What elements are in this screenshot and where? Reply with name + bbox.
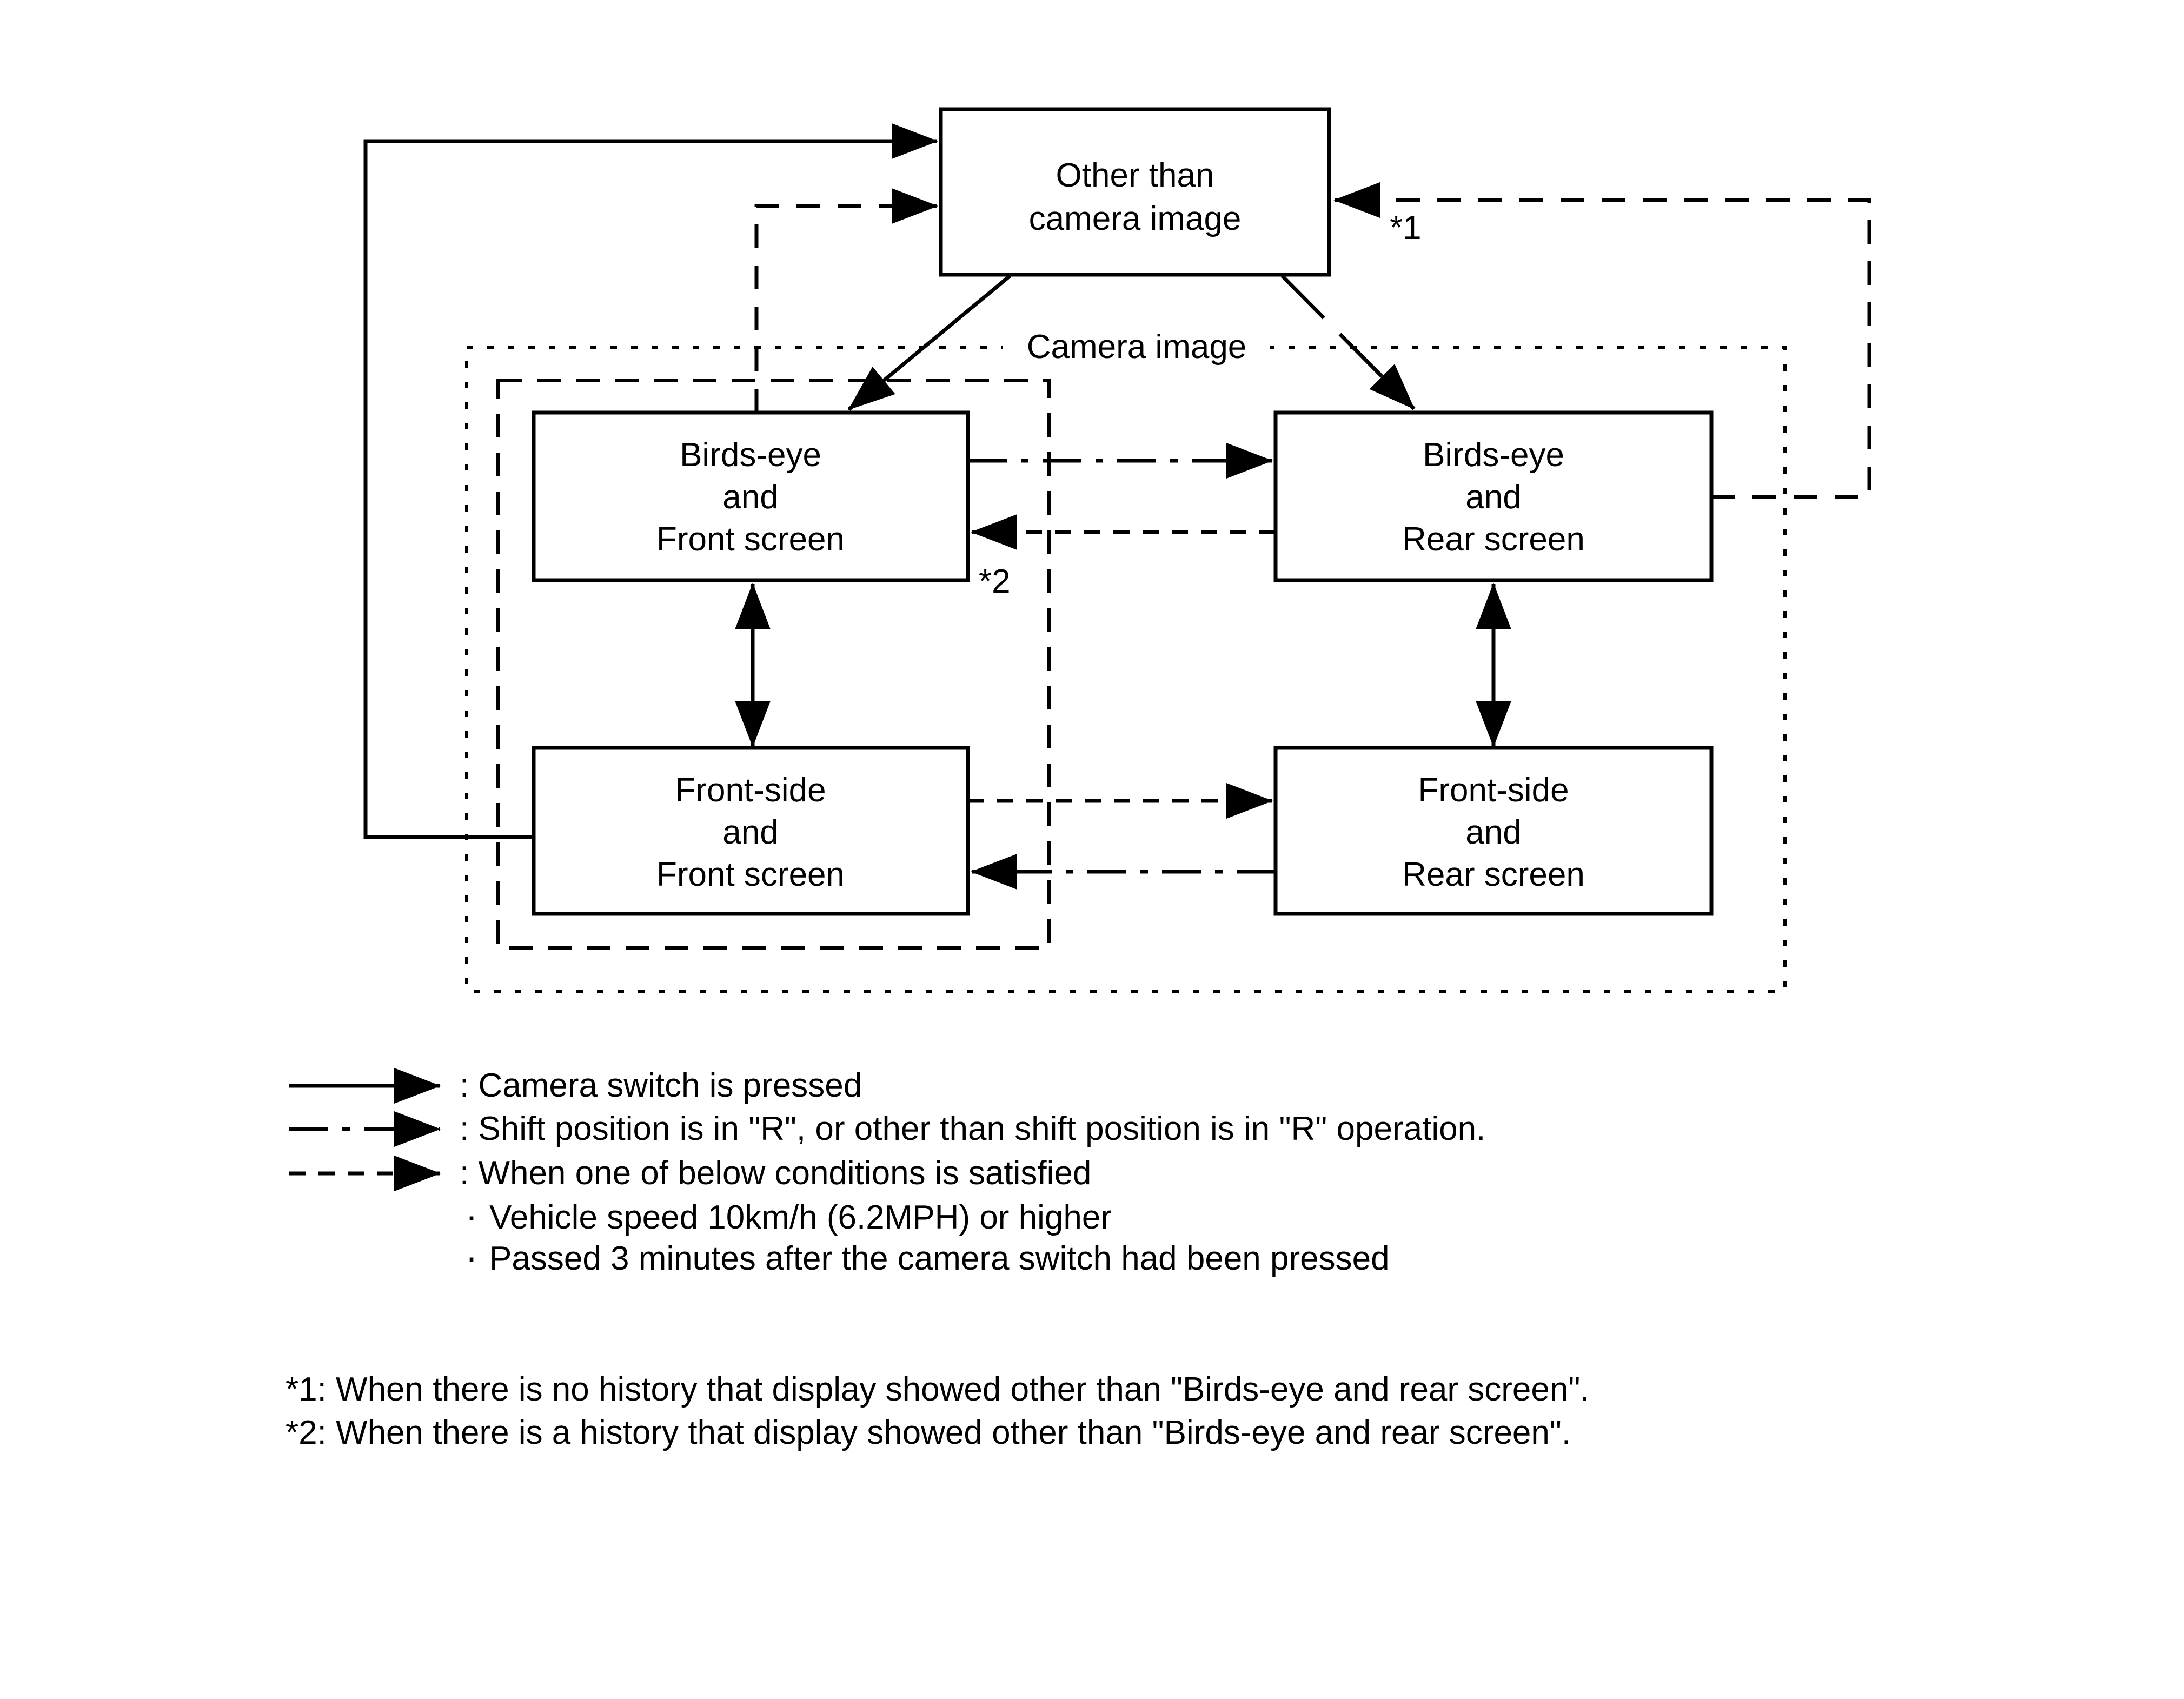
legend-condition-timeout: Passed 3 minutes after the camera switch… xyxy=(489,1240,1390,1277)
node-frontside-rear-label-line3: Rear screen xyxy=(1402,856,1585,893)
node-birdseye-rear-label-line1: Birds-eye xyxy=(1423,436,1564,474)
note1-marker: *1 xyxy=(1390,209,1422,247)
node-birdseye-rear-label-line3: Rear screen xyxy=(1402,521,1585,558)
history-subgroup-border xyxy=(496,379,1051,950)
legend-item-camera-switch: : Camera switch is pressed xyxy=(460,1067,862,1104)
node-birdseye-front-label-line1: Birds-eye xyxy=(680,436,821,474)
edge-camera-switch-other-to-birdseye-front xyxy=(847,274,1012,411)
legend-condition-speed: Vehicle speed 10km/h (6.2MPH) or higher xyxy=(489,1199,1112,1236)
camera-image-group-label: Camera image xyxy=(1027,328,1247,366)
group-label-gap xyxy=(1003,329,1270,364)
node-other-than-camera-image xyxy=(939,107,1331,277)
bullet-icon: · xyxy=(465,1194,477,1237)
node-frontside-rear-label-line2: and xyxy=(1465,814,1521,851)
node-birdseye-front-label-line2: and xyxy=(722,479,778,516)
node-other-label-line1: Other than xyxy=(1056,157,1214,194)
edge-camera-switch-frontside-front-to-other xyxy=(363,123,938,839)
node-frontside-front-label-line3: Front screen xyxy=(656,856,845,893)
legend-item-shift-position: : Shift position is in "R", or other tha… xyxy=(460,1110,1485,1147)
edge-conditions-birdseye-front-to-other xyxy=(754,188,938,413)
node-frontside-front-screen xyxy=(532,746,970,916)
node-birdseye-rear-screen xyxy=(1273,410,1714,582)
legend-item-conditions: : When one of below conditions is satisf… xyxy=(460,1154,1091,1192)
node-frontside-rear-screen xyxy=(1273,746,1714,916)
node-frontside-rear-label-line1: Front-side xyxy=(1418,772,1569,809)
node-birdseye-front-screen xyxy=(532,410,970,582)
note2-marker: *2 xyxy=(979,563,1011,600)
edge-shift-other-to-birdseye-rear xyxy=(1280,274,1416,410)
footnote-1: *1: When there is no history that displa… xyxy=(286,1371,1590,1408)
node-birdseye-front-label-line3: Front screen xyxy=(656,521,845,558)
edge-conditions-birdseye-rear-to-other-note1 xyxy=(1333,182,1871,499)
footnote-2: *2: When there is a history that display… xyxy=(286,1414,1571,1451)
node-frontside-front-label-line2: and xyxy=(722,814,778,851)
node-other-label-line2: camera image xyxy=(1029,200,1242,237)
bullet-icon: · xyxy=(465,1236,477,1278)
node-birdseye-rear-label-line2: and xyxy=(1465,479,1521,516)
node-frontside-front-label-line1: Front-side xyxy=(675,772,826,809)
